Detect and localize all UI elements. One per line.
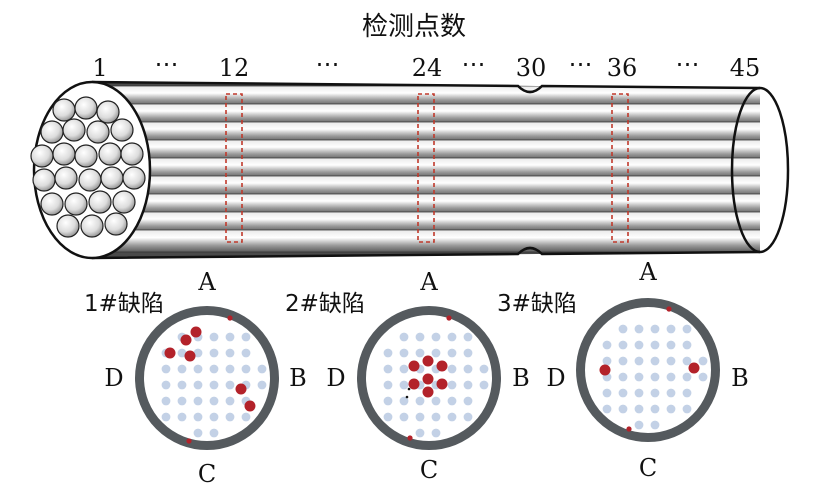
pos-label-3-left: D <box>546 364 566 392</box>
tick-label-45: 45 <box>729 54 761 82</box>
marker-box-36 <box>611 93 629 243</box>
wire-end <box>104 212 128 236</box>
wire-end <box>86 120 110 144</box>
wire-end <box>52 142 76 166</box>
ellipsis-1: ⋯ <box>154 50 180 78</box>
tick-label-30: 30 <box>515 54 547 82</box>
marker-box-12 <box>225 93 243 243</box>
pos-label-3-right: B <box>731 364 749 392</box>
tick-label-12: 12 <box>218 54 250 82</box>
wire-end <box>96 100 120 124</box>
wire-end <box>74 96 98 120</box>
tick-label-24: 24 <box>411 54 443 82</box>
pos-label-1-right: B <box>289 364 307 392</box>
wire-strands <box>92 85 760 253</box>
wire-strand <box>92 157 760 179</box>
wire-end <box>52 98 76 122</box>
rope-outline-bottom <box>91 246 761 260</box>
wire-end <box>74 144 98 168</box>
rope-outline-top <box>91 80 761 94</box>
wire-strand <box>92 103 760 125</box>
wire-end <box>122 166 146 190</box>
pos-label-1-left: D <box>104 364 124 392</box>
wire-end <box>64 192 88 216</box>
wire-end-faces <box>30 96 146 238</box>
ellipsis-4: ⋯ <box>568 50 594 78</box>
ellipsis-2: ⋯ <box>315 50 341 78</box>
tick-label-36: 36 <box>606 54 638 82</box>
wire-end <box>78 168 102 192</box>
wire-strand <box>92 85 760 107</box>
pos-label-3-bottom: C <box>638 454 658 482</box>
wire-end <box>54 166 78 190</box>
wire-end <box>32 168 56 192</box>
wire-strand <box>92 193 760 215</box>
wire-strand <box>92 121 760 143</box>
wire-end <box>98 142 122 166</box>
wire-end <box>120 142 144 166</box>
defect-label-3: 3#缺陷 <box>497 291 577 317</box>
wire-end <box>100 166 124 190</box>
wire-end <box>80 214 104 238</box>
defect-label-1: 1#缺陷 <box>84 291 164 317</box>
wire-strand <box>92 211 760 233</box>
figure-title: 检测点数 <box>361 12 466 42</box>
ellipsis-5: ⋯ <box>675 50 701 78</box>
pos-label-1-bottom: C <box>197 460 217 488</box>
pos-label-2-right: B <box>512 364 530 392</box>
wire-end <box>40 120 64 144</box>
defect-label-2: 2#缺陷 <box>285 291 365 317</box>
wire-end <box>112 190 136 214</box>
wire-end <box>56 214 80 238</box>
pos-label-3-top: A <box>639 258 657 286</box>
pos-label-2-top: A <box>420 268 438 296</box>
tick-label-1: 1 <box>92 54 108 82</box>
ellipsis-3: ⋯ <box>461 50 487 78</box>
wire-end <box>110 118 134 142</box>
pos-label-2-left: D <box>326 364 346 392</box>
wire-strand <box>92 175 760 197</box>
wire-strand <box>92 229 760 253</box>
pos-label-1-top: A <box>198 268 216 296</box>
wire-strand <box>92 139 760 161</box>
marker-box-24 <box>417 93 435 243</box>
wire-end <box>62 118 86 142</box>
wire-end <box>30 144 54 168</box>
wire-end <box>40 192 64 216</box>
rope-right-end <box>730 86 790 254</box>
wire-end <box>88 190 112 214</box>
pos-label-2-bottom: C <box>419 456 439 484</box>
